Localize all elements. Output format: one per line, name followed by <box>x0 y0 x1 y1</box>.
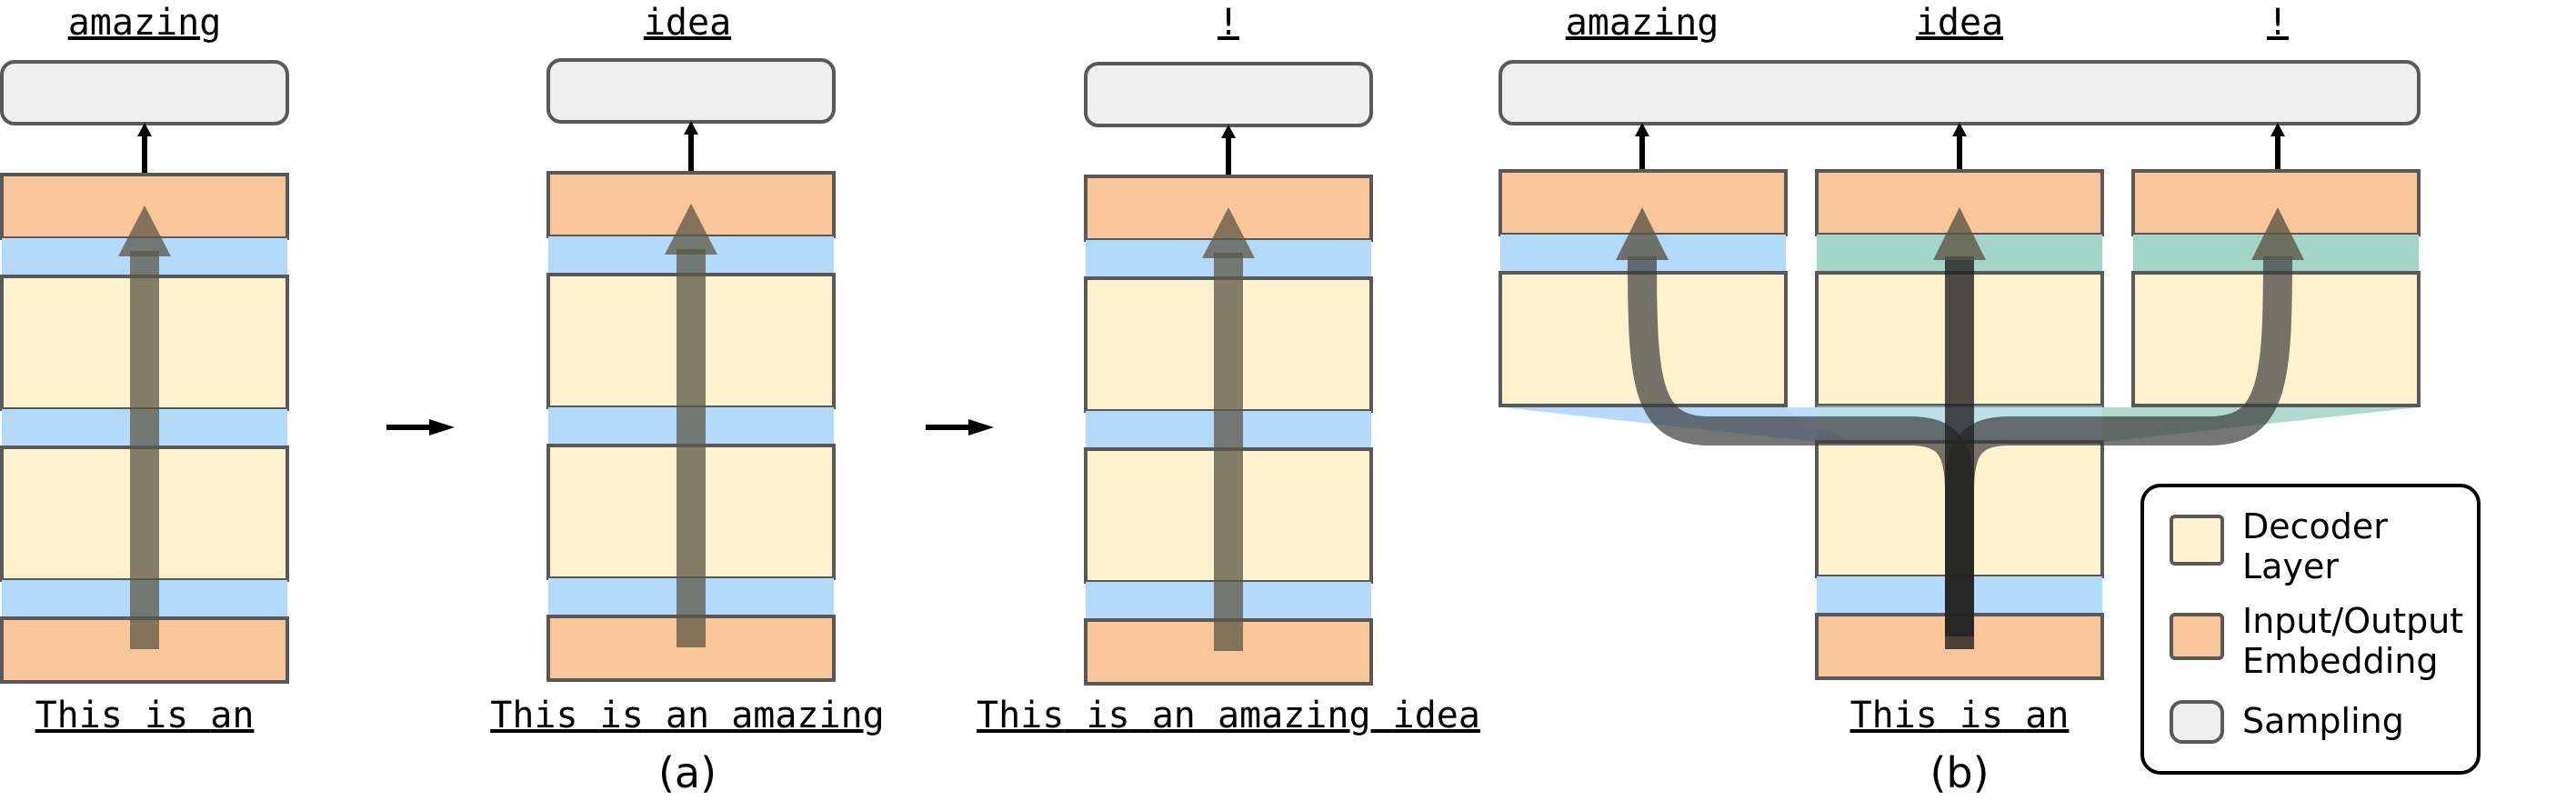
flow-arrow-shaft <box>1214 253 1243 651</box>
flow-arrow-trunk <box>1945 256 1974 649</box>
input-token: an <box>2025 695 2069 736</box>
step-3-stack: ! This is an amazing idea <box>977 2 1480 736</box>
input-token: This <box>490 695 577 736</box>
input-token: amazing <box>1218 695 1371 736</box>
legend-frame <box>2140 484 2481 775</box>
caption-a: (a) <box>658 748 717 797</box>
output-token: ! <box>2267 2 2289 44</box>
flow-arrow-head <box>665 204 717 255</box>
legend-label-line: Layer <box>2242 546 2339 586</box>
legend: Decoder Layer Input/Output Embedding Sam… <box>2140 484 2481 775</box>
flow-arrow-head <box>118 205 171 256</box>
input-token: is <box>1960 695 2003 736</box>
legend-label: Sampling <box>2242 701 2404 741</box>
input-token: an <box>210 695 254 736</box>
input-token: is <box>600 695 644 736</box>
step-1-stack: amazing This is an <box>0 2 289 736</box>
output-token: amazing <box>68 2 222 44</box>
legend-swatch-embedding <box>2170 613 2224 660</box>
flow-arrow-head <box>1616 207 1669 260</box>
output-arrowhead <box>2270 123 2285 136</box>
output-token: amazing <box>1566 2 1719 44</box>
output-token: ! <box>1218 2 1239 44</box>
input-tokens: This is an <box>1850 695 2070 736</box>
output-arrowhead <box>137 123 152 136</box>
flow-arrow-head <box>2251 207 2304 260</box>
sampling-box <box>546 58 836 124</box>
input-token: This <box>977 695 1064 736</box>
input-token: is <box>1086 695 1129 736</box>
transition-arrowhead <box>968 419 994 436</box>
input-tokens: This is an <box>35 695 255 736</box>
sampling-box <box>1498 60 2421 125</box>
output-arrowhead <box>1952 123 1967 136</box>
legend-label: Decoder Layer <box>2242 506 2399 586</box>
input-token: idea <box>1393 695 1480 736</box>
input-token: is <box>145 695 188 736</box>
legend-label-line: Input/Output <box>2242 601 2463 641</box>
input-token: an <box>666 695 709 736</box>
caption-b: (b) <box>1929 748 1989 797</box>
legend-label: Input/Output Embedding <box>2242 601 2474 681</box>
input-tokens: This is an amazing idea <box>977 695 1480 736</box>
parallel-decoding-panel: amazing idea ! This is an (b) <box>1498 2 2421 797</box>
flow-arrow-head <box>1202 207 1255 258</box>
output-arrowhead <box>684 121 698 135</box>
transition-arrowhead <box>429 419 455 436</box>
output-arrowhead <box>1221 125 1236 138</box>
flow-arrow-head <box>1933 207 1986 260</box>
legend-swatch-sampling <box>2170 700 2224 744</box>
input-tokens: This is an amazing <box>490 695 885 736</box>
output-token: idea <box>1916 2 2003 44</box>
sampling-box <box>1084 62 1373 127</box>
legend-label-line: Decoder <box>2242 506 2388 546</box>
flow-arrow-shaft <box>130 251 159 649</box>
legend-label-line: Embedding <box>2242 641 2439 681</box>
input-token: an <box>1152 695 1196 736</box>
output-token: idea <box>644 2 731 44</box>
input-token: amazing <box>731 695 885 736</box>
sampling-box <box>0 60 289 125</box>
input-token: This <box>1850 695 1938 736</box>
output-arrowhead <box>1635 123 1649 136</box>
legend-swatch-decoder-layer <box>2170 515 2224 566</box>
input-token: This <box>35 695 123 736</box>
flow-arrow-shaft <box>677 249 706 647</box>
step-2-stack: idea This is an amazing <box>490 2 885 736</box>
